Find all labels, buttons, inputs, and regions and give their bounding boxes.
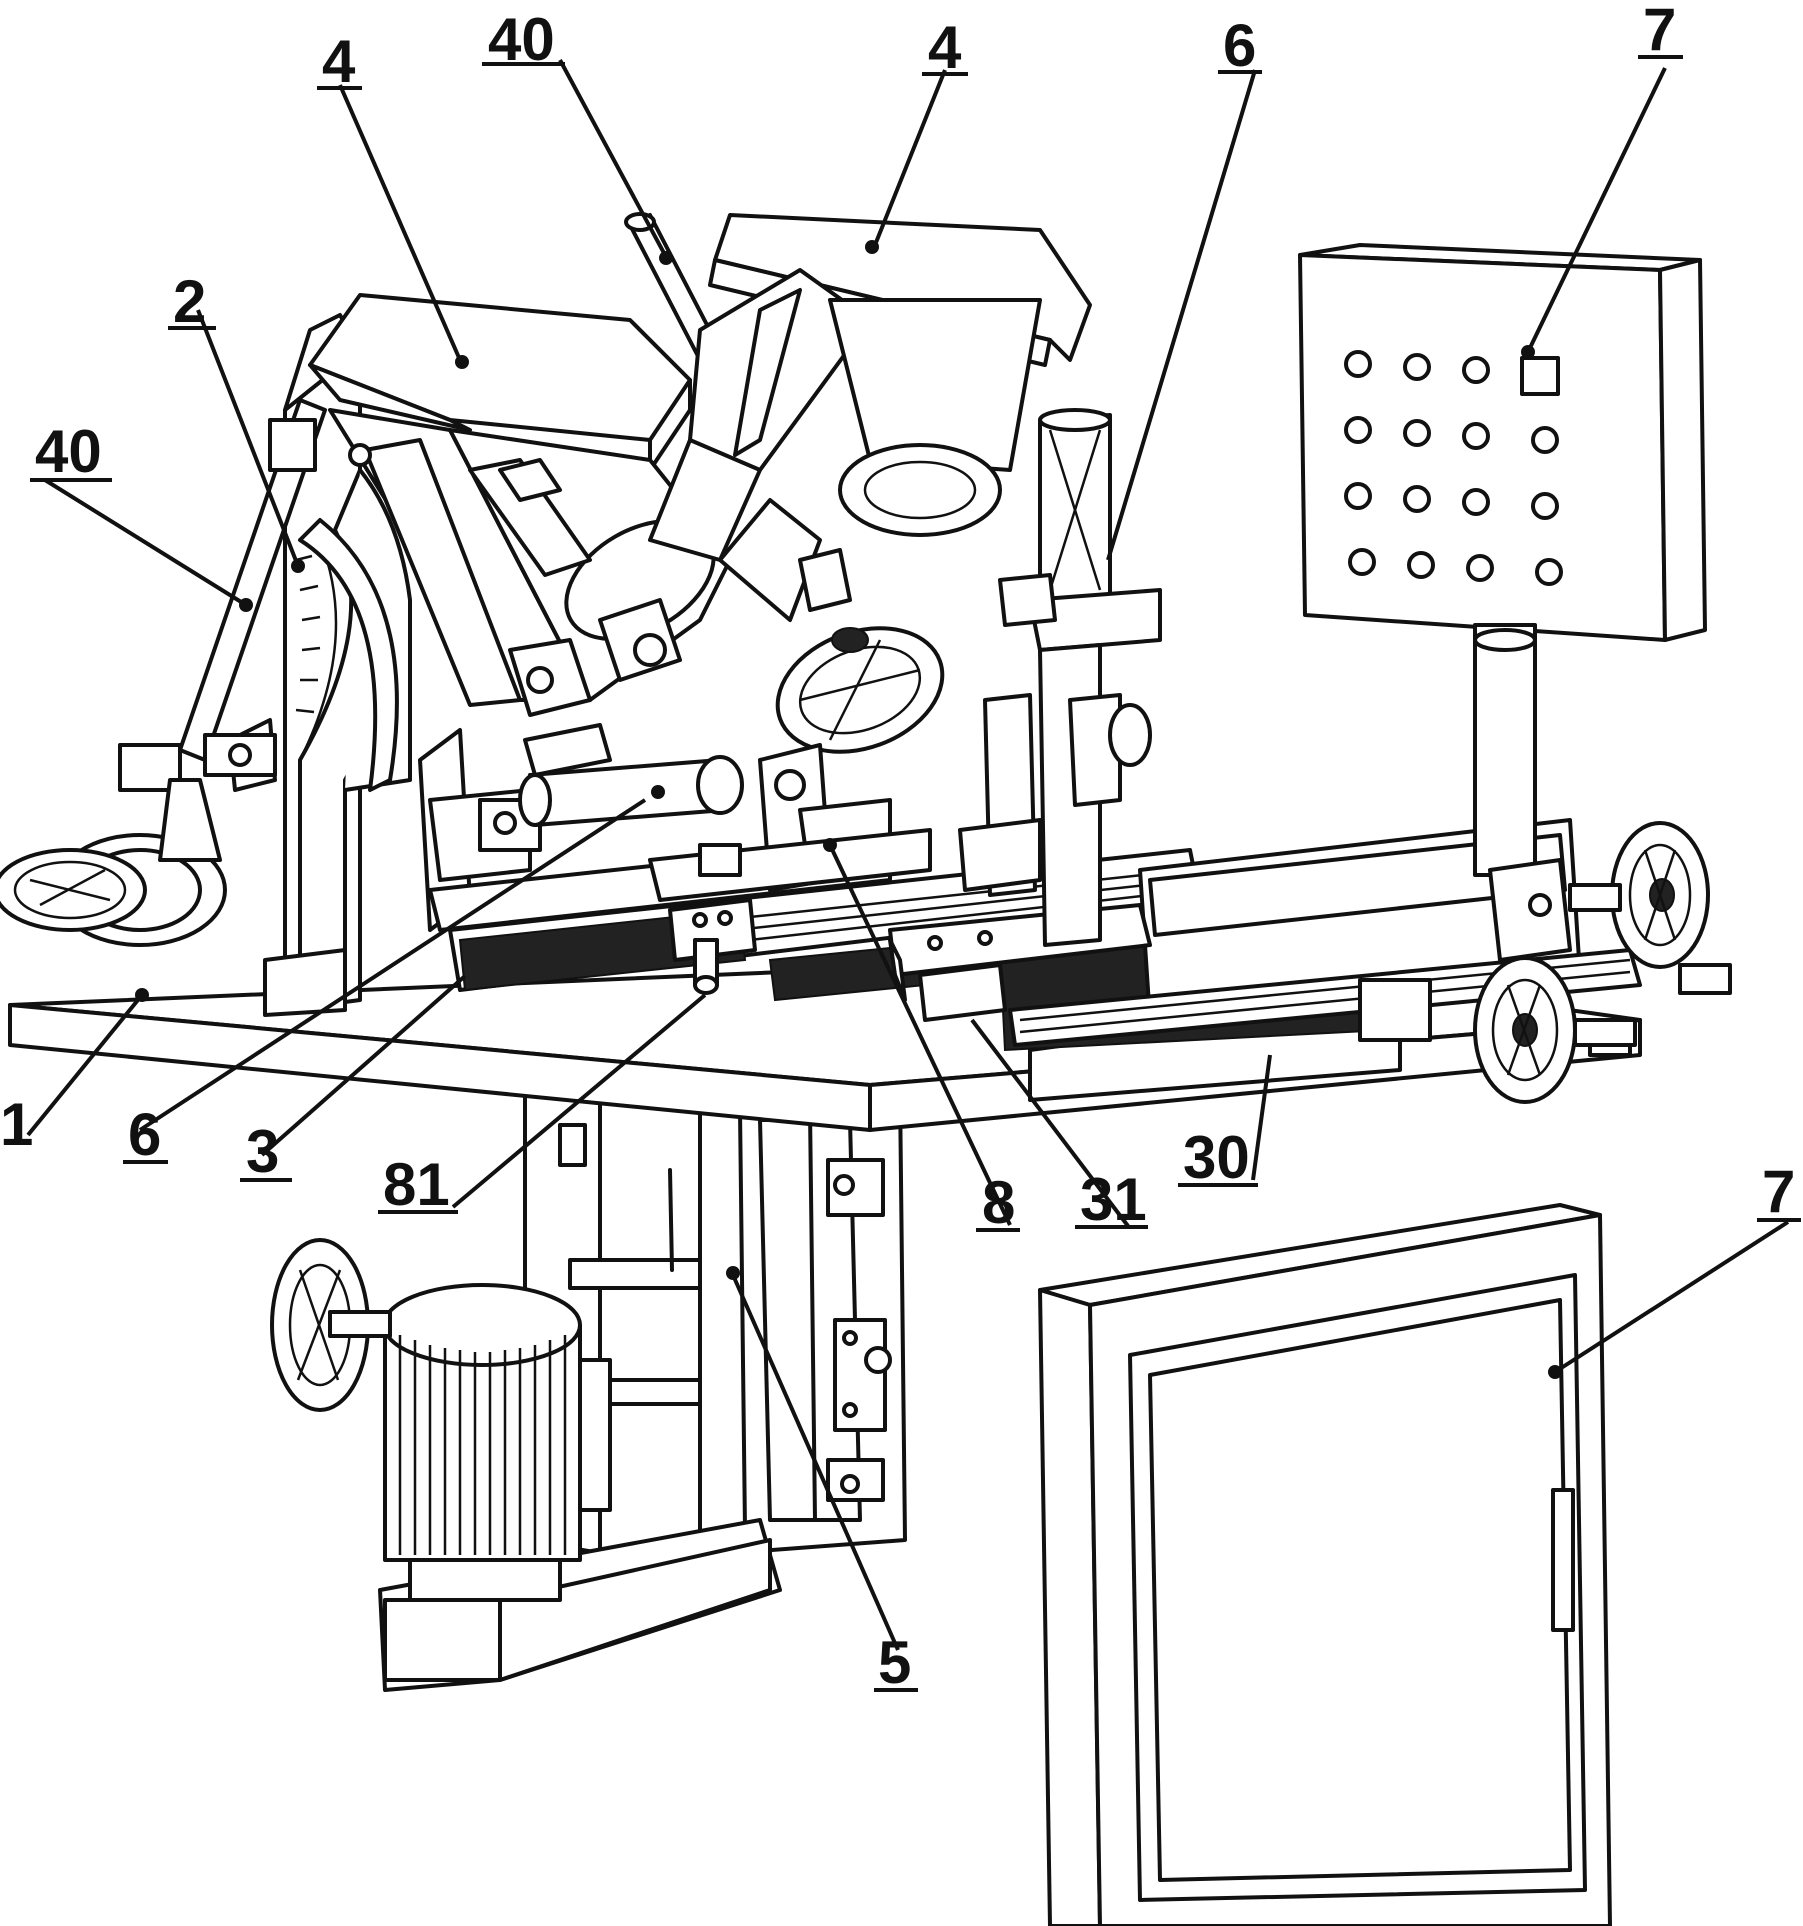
motor-base [378, 1518, 782, 1692]
label-8: 8 [976, 1169, 1020, 1236]
svg-text:30: 30 [1183, 1124, 1250, 1191]
label-3: 3 [240, 1118, 292, 1185]
label-7-panel: 7 [1638, 0, 1683, 63]
svg-text:40: 40 [35, 418, 102, 485]
label-40-left: 40 [30, 418, 112, 485]
svg-text:4: 4 [928, 14, 962, 81]
arc-scale-frame [263, 313, 412, 1017]
clamp-cylinder [958, 408, 1162, 947]
svg-text:3: 3 [246, 1118, 279, 1185]
right-handwheel-upper [1568, 821, 1732, 995]
svg-text:6: 6 [128, 1101, 161, 1168]
label-4-right: 4 [922, 14, 968, 81]
label-30: 30 [1178, 1124, 1258, 1191]
workpiece-bar [518, 755, 744, 827]
leader-lines [26, 59, 1790, 1651]
label-31: 31 [1075, 1166, 1148, 1233]
label-6-left: 6 [123, 1101, 168, 1168]
lower-drive-motor [382, 1283, 612, 1602]
control-panel [1298, 243, 1707, 962]
workpiece-holder [648, 743, 932, 902]
svg-text:6: 6 [1223, 12, 1256, 79]
svg-text:7: 7 [1643, 0, 1676, 63]
top-handwheel [775, 626, 945, 754]
svg-text:8: 8 [982, 1169, 1015, 1236]
label-2: 2 [168, 268, 216, 335]
callout-labels: 1 2 3 4 4 40 40 5 6 [0, 0, 1801, 1696]
label-7-cabinet: 7 [1757, 1158, 1801, 1225]
label-5: 5 [874, 1629, 918, 1696]
label-1: 1 [0, 1091, 33, 1158]
left-grinding-motor [308, 293, 732, 777]
svg-text:4: 4 [322, 28, 356, 95]
label-81: 81 [378, 1151, 458, 1218]
right-grinding-motor [598, 213, 1092, 682]
label-40-top: 40 [482, 6, 565, 73]
left-handwheel [0, 733, 277, 947]
svg-text:5: 5 [878, 1629, 911, 1696]
svg-text:2: 2 [173, 268, 206, 335]
lower-handwheel [270, 1238, 392, 1412]
svg-text:7: 7 [1762, 1158, 1795, 1225]
positioning-pin [668, 898, 757, 995]
svg-text:31: 31 [1080, 1166, 1147, 1233]
svg-text:1: 1 [0, 1091, 33, 1158]
svg-text:81: 81 [383, 1151, 450, 1218]
svg-text:40: 40 [488, 6, 555, 73]
electric-cabinet [1038, 1203, 1612, 1926]
label-4-left: 4 [317, 28, 362, 95]
label-6-right: 6 [1218, 12, 1262, 79]
right-handwheel-lower [1473, 956, 1637, 1104]
